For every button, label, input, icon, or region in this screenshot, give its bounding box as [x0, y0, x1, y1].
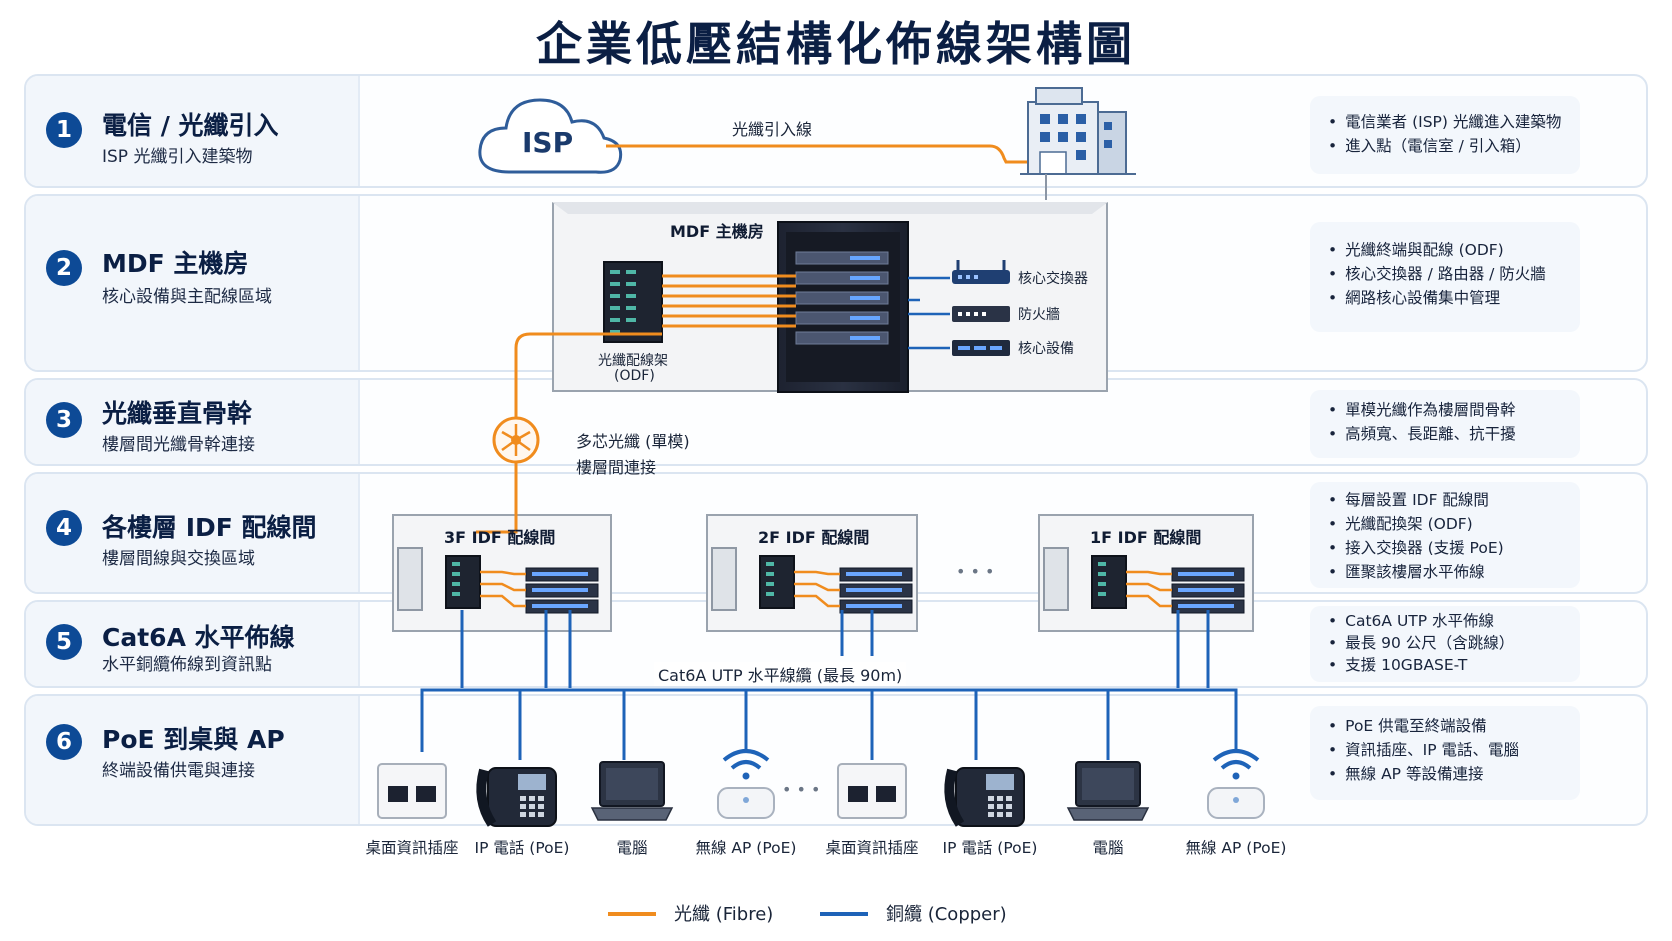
note-item: 網路核心設備集中管理 — [1328, 286, 1580, 310]
step-badge: 6 — [46, 724, 82, 760]
backbone-label-sub: 樓層間連接 — [576, 458, 657, 477]
step-badge: 3 — [46, 402, 82, 438]
notes-band-4: 每層設置 IDF 配線間 光纖配換架 (ODF) 接入交換器 (支援 PoE) … — [1310, 482, 1580, 588]
wifi-ap-icon — [717, 749, 775, 819]
band-title: 電信 / 光纖引入 — [102, 111, 279, 140]
step-badge: 1 — [46, 112, 82, 148]
idf-3f-title: 3F IDF 配線間 — [444, 528, 556, 547]
band-title: MDF 主機房 — [102, 249, 249, 278]
odf-panel-icon — [1091, 555, 1127, 609]
note-item: 最長 90 公尺（含跳線） — [1328, 632, 1580, 654]
notes-band-1: 電信業者 (ISP) 光纖進入建築物 進入點（電信室 / 引入箱） — [1310, 96, 1580, 174]
rack-icon — [777, 221, 909, 393]
note-item: 資訊插座、IP 電話、電腦 — [1328, 738, 1580, 762]
odf-label-sub: (ODF) — [614, 368, 655, 384]
band-title: PoE 到桌與 AP — [102, 725, 285, 754]
odf-panel-icon — [759, 555, 795, 609]
band-subtitle: 樓層間線與交換區域 — [102, 549, 255, 569]
server-device-icon — [952, 340, 1010, 356]
endpoint-label: 桌面資訊插座 — [365, 839, 459, 857]
endpoint-label: 桌面資訊插座 — [825, 839, 919, 857]
odf-panel-icon — [445, 555, 481, 609]
horizontal-cable-label: Cat6A UTP 水平線纜 (最長 90m) — [654, 662, 907, 686]
ip-phone-icon — [476, 767, 557, 827]
wifi-ap-icon — [1207, 749, 1265, 819]
core-device-label: 核心設備 — [1018, 341, 1074, 357]
wall-outlet-icon — [377, 763, 447, 819]
step-badge: 4 — [46, 510, 82, 546]
note-item: 光纖配換架 (ODF) — [1328, 512, 1580, 536]
cloud-icon — [478, 98, 623, 174]
endpoint-label: 無線 AP (PoE) — [1185, 839, 1287, 857]
floor-ellipsis: • • • — [956, 562, 995, 581]
legend-fibre-label: 光纖 (Fibre) — [674, 904, 774, 925]
endpoint-ellipsis: • • • — [782, 780, 821, 799]
note-item: 光纖終端與配線 (ODF) — [1328, 238, 1580, 262]
band-title: 光纖垂直骨幹 — [102, 399, 253, 428]
idf-equipment — [711, 547, 913, 614]
note-item: 核心交換器 / 路由器 / 防火牆 — [1328, 262, 1580, 286]
building-icon — [1020, 87, 1136, 175]
band-title: Cat6A 水平佈線 — [102, 623, 295, 652]
step-badge: 2 — [46, 250, 82, 286]
note-item: Cat6A UTP 水平佈線 — [1328, 610, 1580, 632]
door-icon — [1043, 547, 1069, 611]
note-item: 進入點（電信室 / 引入箱） — [1328, 134, 1580, 158]
legend-copper-label: 銅纜 (Copper) — [886, 904, 1007, 925]
ip-phone-icon — [944, 767, 1025, 827]
core-switch-label: 核心交換器 — [1018, 271, 1088, 287]
band-subtitle: 樓層間光纖骨幹連接 — [102, 435, 255, 455]
step-badge: 5 — [46, 624, 82, 660]
fiber-hub-icon — [492, 416, 540, 464]
notes-band-3: 單模光纖作為樓層間骨幹 高頻寬、長距離、抗干擾 — [1310, 390, 1580, 458]
firewall-device-icon — [952, 306, 1010, 322]
odf-label: 光纖配線架 — [598, 353, 668, 369]
notes-band-2: 光纖終端與配線 (ODF) 核心交換器 / 路由器 / 防火牆 網路核心設備集中… — [1310, 222, 1580, 332]
band-subtitle: ISP 光纖引入建築物 — [102, 147, 253, 167]
door-icon — [397, 547, 423, 611]
note-item: 每層設置 IDF 配線間 — [1328, 488, 1580, 512]
laptop-icon — [1066, 761, 1150, 821]
note-item: 支援 10GBASE-T — [1328, 654, 1580, 676]
fiber-entry-label: 光纖引入線 — [732, 120, 813, 139]
note-item: 接入交換器 (支援 PoE) — [1328, 536, 1580, 560]
band-subtitle: 水平銅纜佈線到資訊點 — [102, 655, 272, 675]
note-item: 高頻寬、長距離、抗干擾 — [1328, 422, 1580, 446]
notes-band-5: Cat6A UTP 水平佈線 最長 90 公尺（含跳線） 支援 10GBASE-… — [1310, 606, 1580, 682]
idf-2f-title: 2F IDF 配線間 — [758, 528, 870, 547]
band-title: 各樓層 IDF 配線間 — [102, 513, 317, 542]
note-item: PoE 供電至終端設備 — [1328, 714, 1580, 738]
backbone-label: 多芯光纖 (單模) — [576, 432, 690, 451]
note-item: 無線 AP 等設備連接 — [1328, 762, 1580, 786]
door-icon — [711, 547, 737, 611]
firewall-label: 防火牆 — [1018, 307, 1060, 323]
idf-equipment — [1043, 547, 1245, 614]
isp-label: ISP — [522, 126, 574, 159]
endpoint-label: IP 電話 (PoE) — [942, 839, 1038, 857]
endpoint-label: 電腦 — [1092, 839, 1124, 857]
wall-outlet-icon — [837, 763, 907, 819]
laptop-icon — [590, 761, 674, 821]
idf-1f-title: 1F IDF 配線間 — [1090, 528, 1202, 547]
mdf-room-title: MDF 主機房 — [670, 222, 764, 241]
idf-equipment — [397, 547, 599, 614]
band-subtitle: 核心設備與主配線區域 — [102, 287, 272, 307]
endpoint-label: 無線 AP (PoE) — [695, 839, 797, 857]
notes-band-6: PoE 供電至終端設備 資訊插座、IP 電話、電腦 無線 AP 等設備連接 — [1310, 706, 1580, 800]
endpoint-label: IP 電話 (PoE) — [474, 839, 570, 857]
rack-icon — [603, 261, 663, 343]
band-subtitle: 終端設備供電與連接 — [102, 761, 255, 781]
note-item: 電信業者 (ISP) 光纖進入建築物 — [1328, 110, 1580, 134]
page-title: 企業低壓結構化佈線架構圖 — [536, 17, 1136, 71]
note-item: 匯聚該樓層水平佈線 — [1328, 560, 1580, 584]
endpoint-label: 電腦 — [616, 839, 648, 857]
router-icon — [952, 260, 1010, 284]
note-item: 單模光纖作為樓層間骨幹 — [1328, 398, 1580, 422]
